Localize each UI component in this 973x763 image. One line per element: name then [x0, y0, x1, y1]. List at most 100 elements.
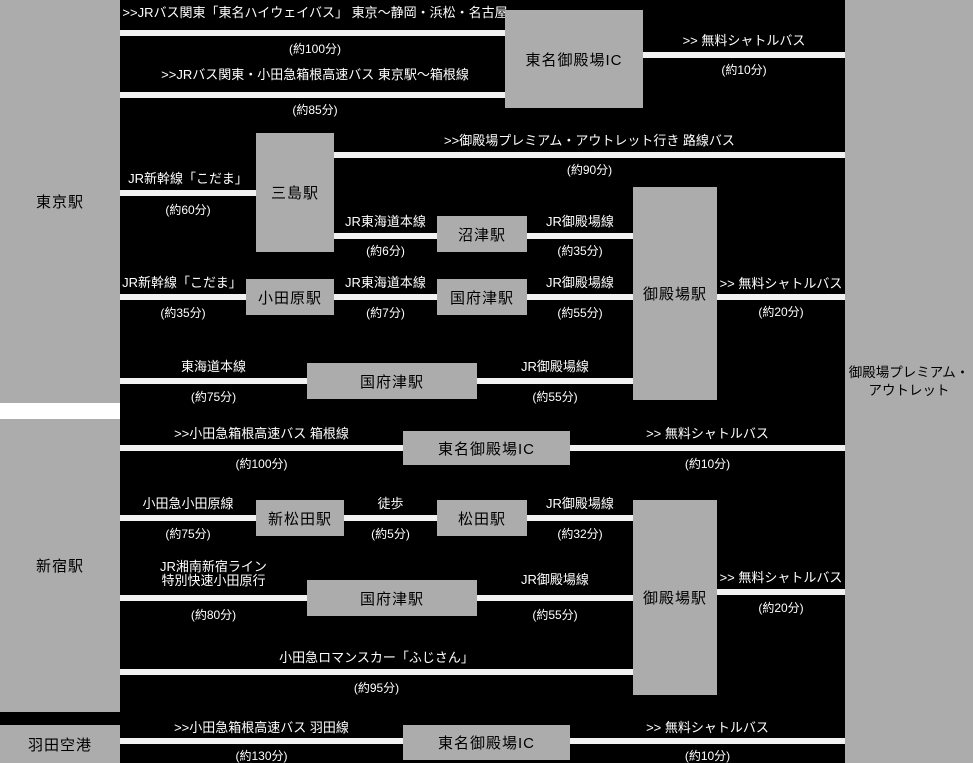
route-tokyo-numazu-gotemba-time: (約35分)	[557, 243, 603, 258]
route-tokyo-tokaido-direct-label: 東海道本線	[180, 359, 246, 374]
route-shinjuku-romancecar-label: 小田急ロマンスカー「ふじさん」	[279, 650, 474, 665]
route-tokyo-outlet-local-bus-line	[334, 152, 845, 158]
route-shinjuku-shonan-label: JR湘南新宿ライン 特別快速小田原行	[120, 560, 307, 588]
route-shinjuku-walk-time: (約5分)	[371, 526, 410, 541]
route-tokyo-outlet-local-bus-time: (約90分)	[566, 162, 613, 177]
route-tokyo-highway-bus-line	[120, 30, 505, 36]
section-divider	[0, 403, 120, 419]
route-tokyo-kozu-gotemba-a-label: JR御殿場線	[546, 275, 614, 290]
route-shinjuku-kozu-gotemba-time: (約55分)	[532, 607, 578, 622]
route-haneda-hakone-bus-label: >>小田急箱根高速バス 羽田線	[174, 720, 349, 735]
endpoint-haneda-airport: 羽田空港	[0, 725, 120, 763]
route-tokyo-kozu-gotemba-b-label: JR御殿場線	[521, 359, 589, 374]
route-tokyo-mishima-kodama-line	[120, 190, 256, 196]
route-tokyo-highway-bus-time: (約100分)	[288, 41, 341, 56]
station-kozu-1-label: 国府津駅	[449, 289, 514, 307]
station-kozu-3-label: 国府津駅	[359, 590, 424, 608]
route-shinjuku-romancecar-time: (約95分)	[353, 680, 400, 695]
route-haneda-hakone-bus-time: (約130分)	[235, 748, 288, 763]
route-tokyo-kozu-gotemba-b-time: (約55分)	[532, 389, 578, 404]
route-shinjuku-ic-shuttle-label: >> 無料シャトルバス	[646, 426, 769, 441]
route-haneda-ic-shuttle-label: >> 無料シャトルバス	[646, 720, 769, 735]
route-tokyo-hakone-bus-time: (約85分)	[292, 102, 338, 117]
endpoint-shinjuku-label: 新宿駅	[35, 558, 84, 575]
station-gotemba-1-label: 御殿場駅	[642, 286, 707, 303]
route-shinjuku-ic-shuttle-line	[570, 445, 845, 451]
destination-gotemba-premium-outlet: 御殿場プレミアム・ アウトレット	[845, 0, 973, 763]
route-shinjuku-romancecar-line	[120, 669, 633, 675]
station-tomei-gotemba-ic-3-label: 東名御殿場IC	[437, 735, 535, 752]
route-tokyo-ic-shuttle-time: (約10分)	[721, 62, 767, 77]
destination-label-line2: アウトレット	[868, 382, 950, 398]
station-shin-matsuda-label: 新松田駅	[267, 510, 332, 528]
route-tokyo-numazu-gotemba-label: JR御殿場線	[546, 214, 614, 229]
route-shinjuku-shonan-label-line2: 特別快速小田原行	[161, 573, 266, 588]
route-tokyo-hakone-bus-label: >>JRバス関東・小田急箱根高速バス 東京駅〜箱根線	[161, 67, 469, 82]
route-tokyo-ic-shuttle-label: >> 無料シャトルバス	[682, 33, 806, 48]
station-kozu-3: 国府津駅	[307, 580, 477, 616]
station-tomei-gotemba-ic-2: 東名御殿場IC	[403, 431, 570, 465]
route-tokyo-tokaido-direct-time: (約75分)	[190, 389, 237, 404]
route-tokyo-tokaido-direct-line	[120, 378, 307, 384]
route-tokyo-station-shuttle-label: >> 無料シャトルバス	[719, 276, 843, 291]
station-mishima-label: 三島駅	[270, 185, 319, 202]
route-tokyo-mishima-kodama-label: JR新幹線「こだま」	[128, 171, 248, 186]
route-shinjuku-station-shuttle-line	[717, 589, 845, 595]
route-shinjuku-hakone-bus-time: (約100分)	[235, 456, 288, 471]
route-tokyo-kozu-gotemba-a-time: (約55分)	[557, 305, 603, 320]
route-haneda-ic-shuttle-time: (約10分)	[684, 748, 731, 763]
route-shinjuku-shonan-time: (約80分)	[190, 607, 237, 622]
route-tokyo-odawara-kodama-line	[120, 294, 246, 300]
route-tokyo-odawara-kozu-time: (約7分)	[366, 305, 405, 320]
route-shinjuku-walk-label: 徒歩	[377, 496, 404, 511]
station-tomei-gotemba-ic-3: 東名御殿場IC	[403, 725, 570, 760]
route-shinjuku-kozu-gotemba-line	[477, 595, 633, 601]
station-odawara-label: 小田原駅	[257, 289, 322, 307]
route-tokyo-outlet-local-bus-label: >>御殿場プレミアム・アウトレット行き 路線バス	[444, 133, 735, 148]
route-shinjuku-odakyu-line-time: (約75分)	[165, 526, 211, 541]
route-shinjuku-shonan-label-line1: JR湘南新宿ライン	[160, 559, 267, 574]
route-tokyo-hakone-bus-line	[120, 92, 505, 98]
endpoint-tokyo-label: 東京駅	[35, 194, 84, 211]
endpoint-haneda-label: 羽田空港	[27, 736, 92, 754]
station-tomei-gotemba-ic-1: 東名御殿場IC	[505, 10, 643, 108]
route-tokyo-mishima-numazu-label: JR東海道本線	[345, 214, 426, 229]
station-tomei-gotemba-ic-2-label: 東名御殿場IC	[437, 440, 535, 458]
route-haneda-hakone-bus-line	[120, 738, 403, 744]
station-numazu-label: 沼津駅	[457, 226, 506, 244]
route-tokyo-odawara-kozu-label: JR東海道本線	[345, 275, 426, 290]
route-haneda-ic-shuttle-line	[570, 738, 845, 744]
route-shinjuku-hakone-bus-label: >>小田急箱根高速バス 箱根線	[174, 426, 349, 441]
route-tokyo-mishima-kodama-time: (約60分)	[165, 202, 211, 217]
station-matsuda-label: 松田駅	[457, 510, 506, 528]
endpoint-tokyo-station: 東京駅	[0, 0, 120, 403]
station-kozu-2: 国府津駅	[307, 363, 477, 399]
route-tokyo-mishima-numazu-line	[334, 233, 437, 239]
route-shinjuku-matsuda-gotemba-time: (約32分)	[557, 526, 603, 541]
route-shinjuku-matsuda-gotemba-label: JR御殿場線	[546, 496, 614, 511]
route-tokyo-odawara-kodama-label: JR新幹線「こだま」	[122, 275, 242, 290]
route-shinjuku-ic-shuttle-time: (約10分)	[684, 456, 731, 471]
route-shinjuku-odakyu-line-label: 小田急小田原線	[142, 496, 234, 511]
route-tokyo-kozu-gotemba-a-line	[527, 294, 633, 300]
route-tokyo-mishima-numazu-time: (約6分)	[366, 243, 405, 258]
station-gotemba-2-label: 御殿場駅	[642, 590, 707, 607]
route-tokyo-highway-bus-label: >>JRバス関東「東名ハイウェイバス」 東京〜静岡・浜松・名古屋	[122, 5, 508, 20]
route-shinjuku-kozu-gotemba-label: JR御殿場線	[521, 572, 589, 587]
station-gotemba-2: 御殿場駅	[633, 500, 717, 695]
station-tomei-gotemba-ic-1-label: 東名御殿場IC	[525, 51, 623, 69]
destination-label-line1: 御殿場プレミアム・	[848, 364, 970, 380]
station-odawara: 小田原駅	[246, 279, 334, 315]
station-kozu-1: 国府津駅	[437, 279, 527, 315]
route-tokyo-numazu-gotemba-line	[527, 233, 633, 239]
route-tokyo-odawara-kozu-line	[334, 294, 437, 300]
station-numazu: 沼津駅	[437, 216, 527, 252]
endpoint-shinjuku-station: 新宿駅	[0, 419, 120, 712]
route-tokyo-station-shuttle-time: (約20分)	[758, 304, 804, 319]
route-shinjuku-hakone-bus-line	[120, 445, 403, 451]
station-mishima: 三島駅	[256, 133, 334, 252]
station-matsuda: 松田駅	[437, 500, 527, 536]
route-shinjuku-station-shuttle-label: >> 無料シャトルバス	[719, 570, 843, 585]
route-shinjuku-walk-line	[344, 515, 437, 521]
